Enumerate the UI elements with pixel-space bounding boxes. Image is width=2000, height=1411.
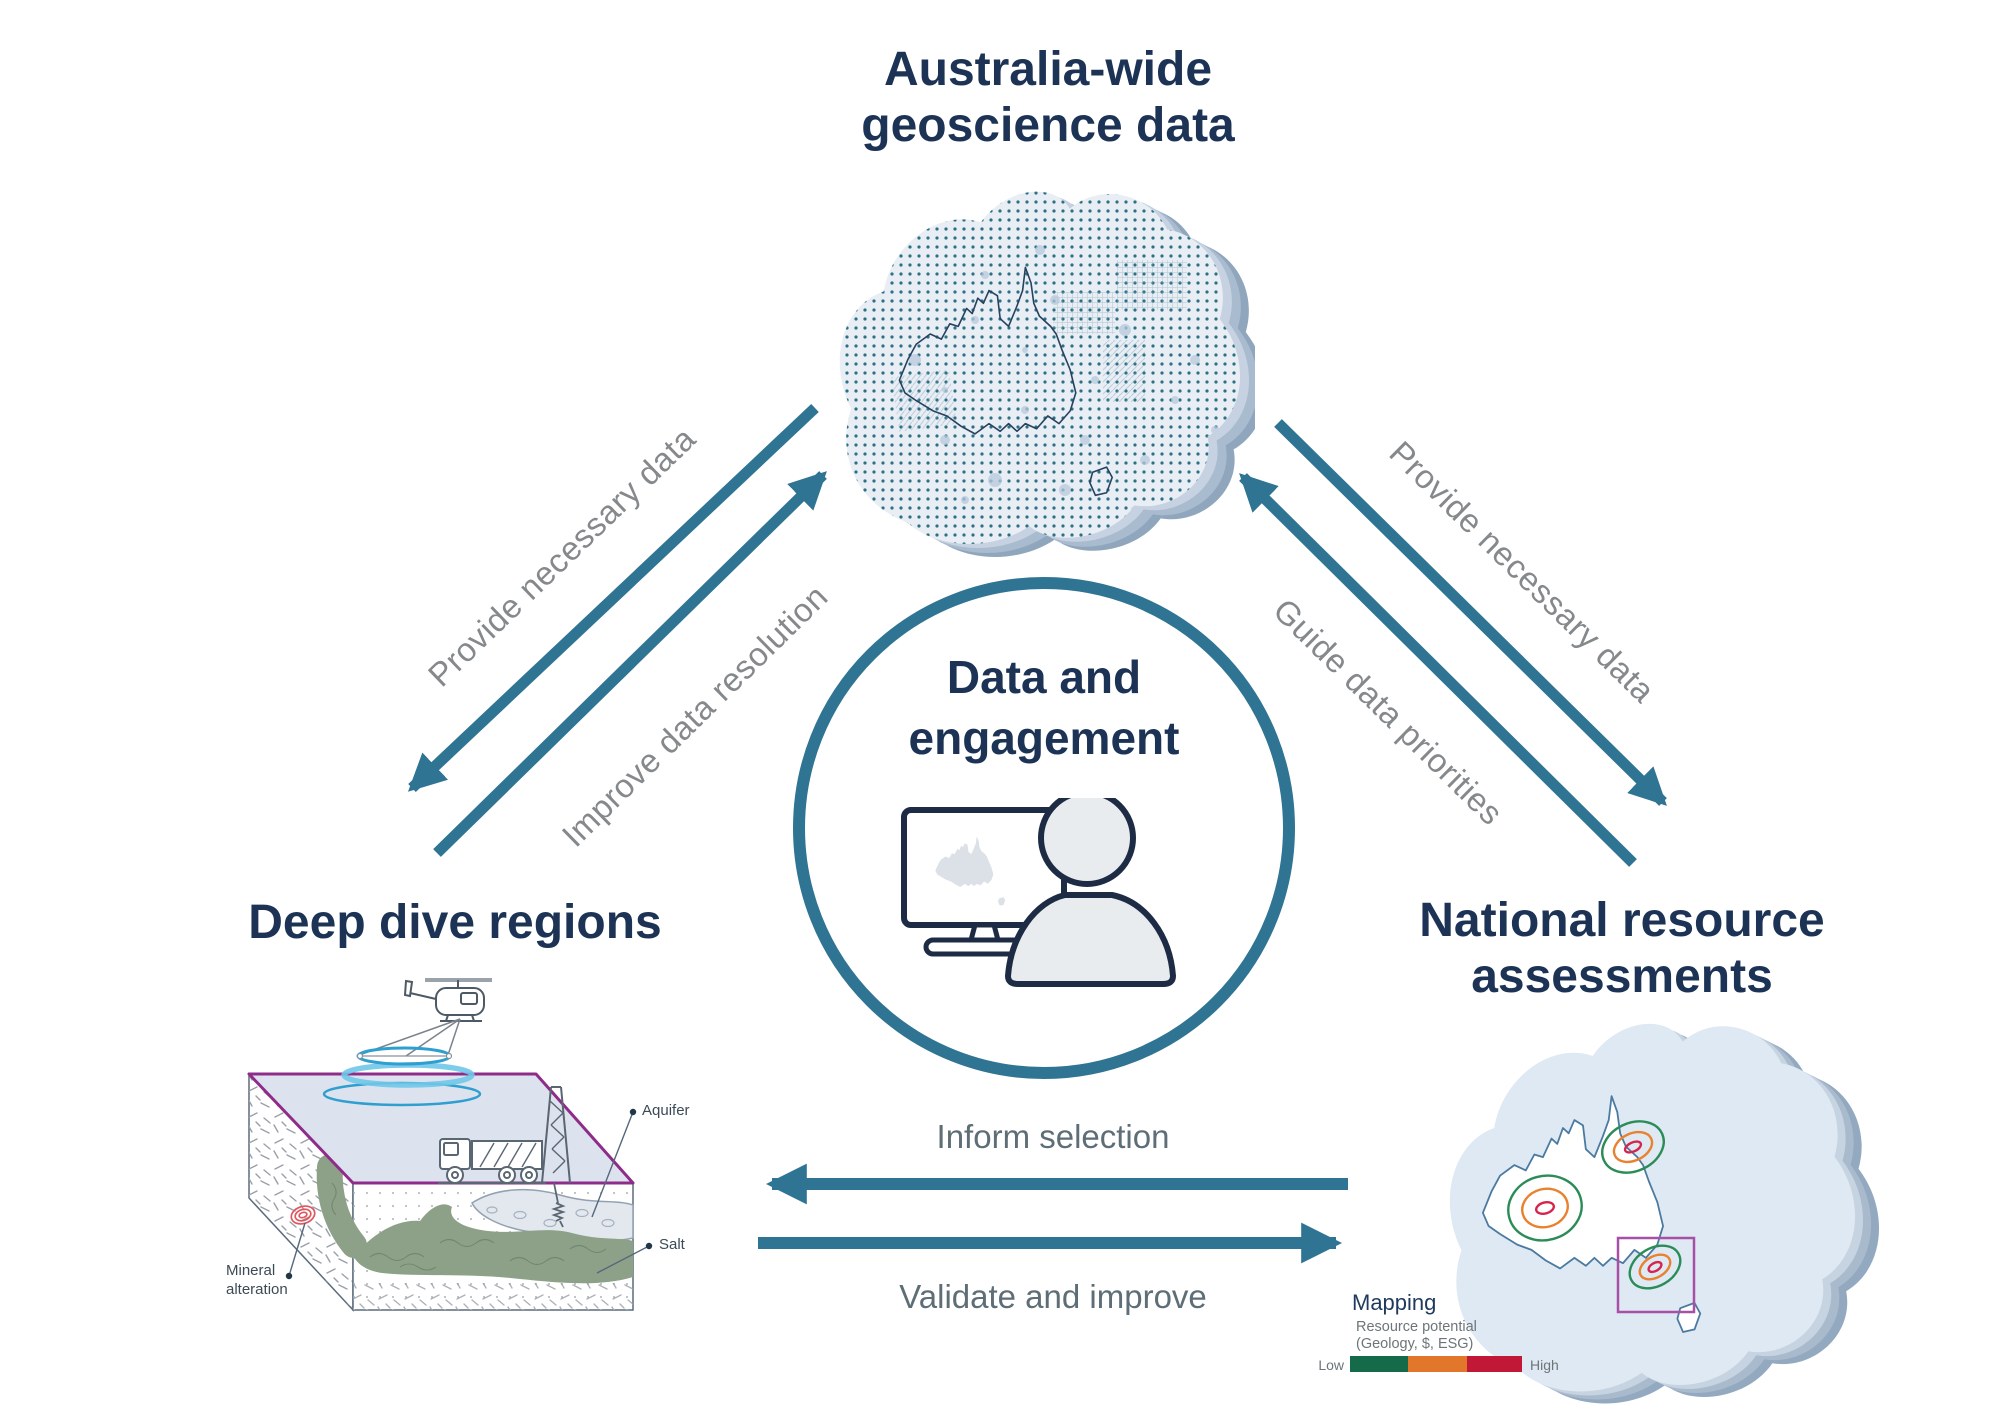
drill-rig-icon [541,1086,571,1228]
truck-icon [438,1138,546,1184]
legend-red-segment [1467,1356,1522,1372]
label-mineral-alteration: Mineral alteration [226,1262,288,1298]
legend-green-segment [1350,1356,1408,1372]
australia-on-screen-icon [935,836,1006,906]
label-validate-and-improve: Validate and improve [899,1278,1207,1315]
australia-outline-top [899,267,1112,495]
deep-dive-block-diagram [247,978,653,1312]
legend-subtitle-2: (Geology, $, ESG) [1356,1336,1474,1352]
label-inform-selection: Inform selection [936,1118,1170,1155]
title-national-resource-assessments: National resource assessments [1419,894,1825,1004]
survey-patches [891,260,1187,432]
center-node-title: Data and engagement [908,651,1180,764]
arrow-top-to-deep-dive [407,403,819,793]
resource-contour-north [1601,1120,1665,1174]
block-leader-dots [285,1108,653,1280]
resource-contour-south [1628,1244,1682,1290]
label-salt: Salt [659,1236,685,1253]
data-coverage-spots [909,245,1219,514]
australia-geoscience-data-map [839,191,1255,557]
block-leader-lines [288,1111,650,1277]
legend-orange-segment [1408,1356,1467,1372]
resource-contour-west [1507,1174,1583,1242]
legend-title: Mapping [1352,1290,1437,1315]
label-aquifer: Aquifer [642,1102,690,1119]
helicopter-icon [361,978,492,1057]
title-deep-dive-regions: Deep dive regions [248,896,662,949]
person-at-computer-icon [901,798,1176,987]
legend-low-label: Low [1318,1357,1344,1373]
person-body-icon [1005,892,1176,987]
arrow-assessments-to-top [1239,473,1637,867]
mineral-alteration-anomaly [290,1205,316,1225]
person-head-icon [1038,798,1136,887]
arrow-top-to-assessments [1274,419,1667,806]
arrow-deep-dive-to-top [433,471,827,857]
national-assessment-map [1449,1023,1880,1404]
selected-region-box [1616,1236,1696,1314]
towed-sensor-loop [356,1046,453,1066]
legend-subtitle-1: Resource potential [1356,1319,1477,1335]
salt-layer [316,1154,633,1284]
legend-high-label: High [1530,1357,1559,1373]
title-australia-wide-geoscience-data: Australia-wide geoscience data [861,43,1235,153]
legend-color-bar [1350,1356,1522,1372]
